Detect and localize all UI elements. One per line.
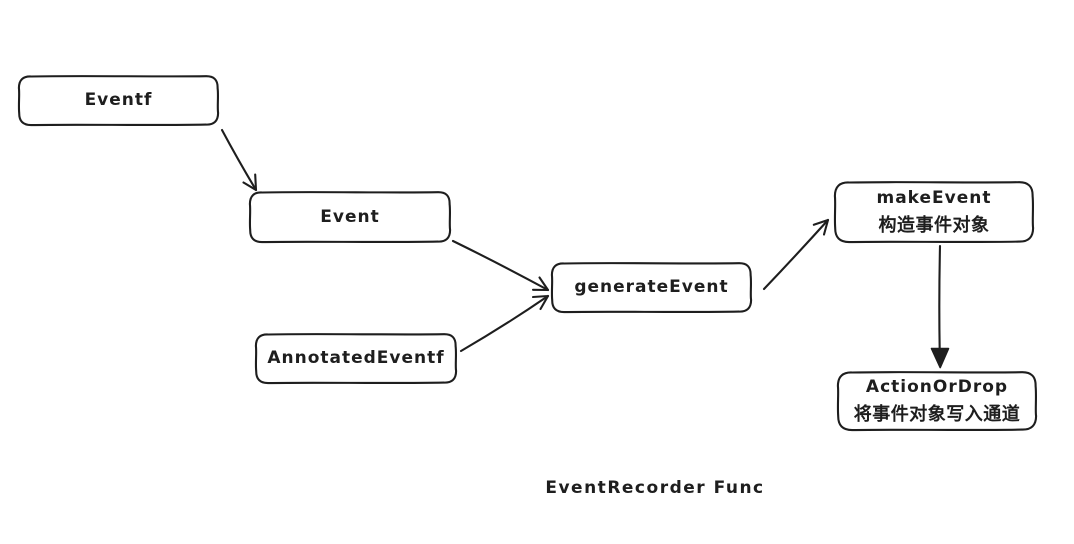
node-label: ActionOrDrop [865, 377, 1009, 397]
node-label: AnnotatedEventf [267, 348, 445, 368]
node-note: 构造事件对象 [878, 215, 990, 236]
node-box-eventf [17, 75, 220, 127]
node-label: generateEvent [574, 277, 729, 297]
arrow-annotated-eventf-to-generate-event [459, 294, 550, 353]
node-label: Eventf [84, 90, 153, 110]
node-label: Event [320, 206, 380, 227]
node-generate-event: generateEvent [552, 263, 751, 312]
arrow-make-event-to-action-or-drop [930, 244, 950, 369]
node-action-or-drop: ActionOrDrop 将事件对象写入通道 [838, 372, 1036, 430]
node-note: 将事件对象写入通道 [853, 404, 1021, 425]
node-label: makeEvent [876, 188, 992, 208]
node-make-event: makeEvent 构造事件对象 [835, 182, 1033, 242]
node-box-make-event [833, 181, 1035, 244]
diagram-caption: EventRecorder Func [545, 478, 765, 498]
node-event: Event [250, 192, 450, 242]
node-box-action-or-drop [836, 371, 1038, 432]
node-box-event [248, 191, 452, 244]
arrow-eventf-to-event [220, 128, 258, 192]
node-annotated-eventf: AnnotatedEventf [256, 334, 456, 383]
arrow-event-to-generate-event [451, 239, 550, 292]
arrow-generate-event-to-make-event [762, 218, 830, 291]
node-box-annotated-eventf [254, 333, 458, 385]
node-box-generate-event [550, 262, 753, 314]
node-eventf: Eventf [19, 76, 218, 125]
